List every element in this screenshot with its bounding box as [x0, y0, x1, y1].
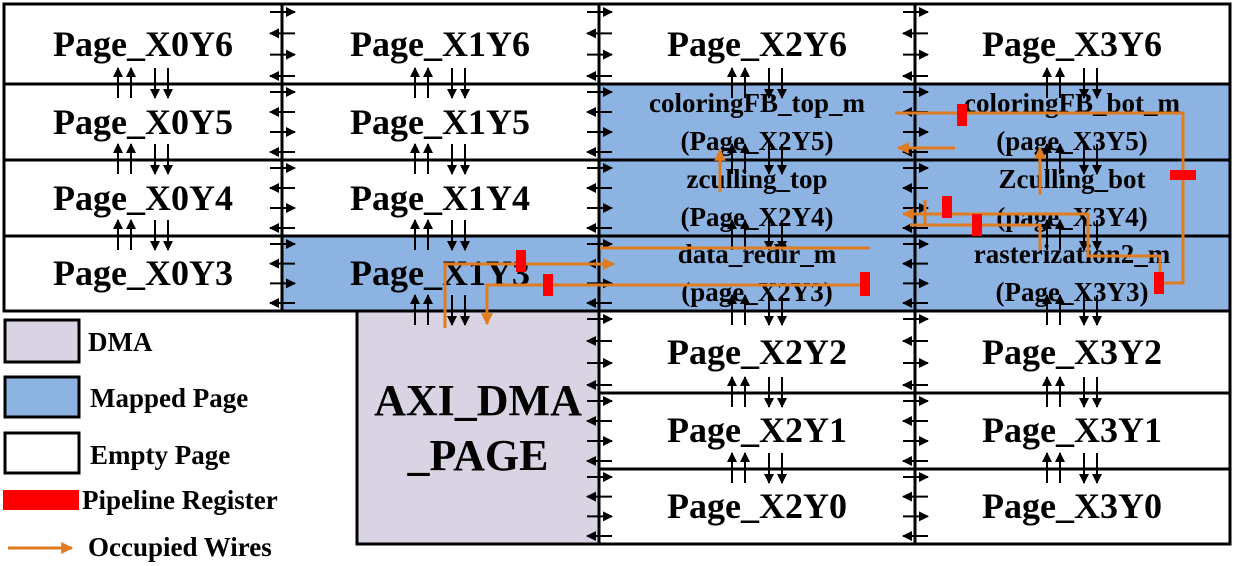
- page-label-x3y1: Page_X3Y1: [982, 410, 1162, 450]
- occupied-wires: [443, 111, 1185, 328]
- page-label-x1y5: Page_X1Y5: [350, 102, 530, 142]
- wire-dma-to-redir: [443, 258, 616, 328]
- page-label-x2y0: Page_X2Y0: [667, 486, 847, 526]
- legend-label-register: Pipeline Register: [82, 485, 278, 515]
- page-x3y0: [913, 467, 1232, 546]
- legend-label-empty: Empty Page: [90, 440, 230, 470]
- module-page-coloring-bot: (page_X3Y5): [996, 126, 1147, 156]
- page-label-x1y3: Page_X1Y3: [350, 253, 530, 293]
- legend-label-dma: DMA: [88, 327, 153, 357]
- page-x0y6: [2, 2, 284, 86]
- module-page-rasterization: (Page_X3Y3): [996, 277, 1149, 307]
- page-label-x1y6: Page_X1Y6: [350, 24, 530, 64]
- axi-dma-page-block: [355, 309, 601, 546]
- page-x2y1: [597, 391, 917, 471]
- pipeline-register: [957, 104, 967, 126]
- pipeline-register: [543, 274, 553, 296]
- page-labels: Page_X0Y6 Page_X1Y6 Page_X2Y6 Page_X3Y6 …: [53, 24, 1162, 526]
- legend: DMA Mapped Page Empty Page Pipeline Regi…: [3, 318, 278, 562]
- module-name-zculling-bot: Zculling_bot: [998, 164, 1145, 194]
- wire-right-column: [895, 111, 1185, 285]
- pipeline-registers: [516, 104, 1196, 296]
- legend-swatch-mapped: [3, 375, 81, 419]
- page-label-x0y4: Page_X0Y4: [53, 178, 233, 218]
- page-label-x2y2: Page_X2Y2: [667, 332, 847, 372]
- module-name-zculling-top: zculling_top: [686, 164, 827, 194]
- page-grid: [2, 2, 1232, 546]
- pipeline-register: [1154, 272, 1164, 294]
- wire-zcull-loop: [910, 223, 1042, 250]
- wire-raster-to-zcull: [901, 208, 1162, 285]
- module-name-coloring-top: coloringFB_top_m: [649, 88, 865, 118]
- page-label-x1y4: Page_X1Y4: [350, 178, 530, 218]
- dma-block-label-line2: _PAGE: [407, 431, 549, 480]
- page-label-x3y6: Page_X3Y6: [982, 24, 1162, 64]
- module-name-rasterization: rasterization2_m: [974, 239, 1171, 269]
- page-x2y0: [597, 467, 917, 546]
- legend-swatch-empty: [3, 431, 81, 475]
- legend-swatch-register: [3, 490, 79, 510]
- page-label-x0y5: Page_X0Y5: [53, 102, 233, 142]
- module-page-data-redir: (page_X2Y3): [681, 277, 832, 307]
- wire-redir-to-dma: [481, 283, 870, 326]
- page-x3y5: [913, 82, 1232, 162]
- page-x1y3: [280, 234, 601, 313]
- page-label-x2y6: Page_X2Y6: [667, 24, 847, 64]
- legend-swatch-dma: [3, 318, 81, 364]
- module-page-coloring-top: (Page_X2Y5): [681, 126, 834, 156]
- legend-label-wires: Occupied Wires: [88, 532, 272, 562]
- page-x0y3: [2, 234, 284, 313]
- page-x1y4: [280, 158, 601, 238]
- pipeline-register: [1170, 170, 1196, 180]
- page-label-x0y3: Page_X0Y3: [53, 253, 233, 293]
- interconnect-arrows: [113, 7, 1102, 541]
- page-x3y2: [913, 309, 1232, 395]
- pipeline-register: [516, 250, 526, 272]
- pipeline-register: [972, 214, 982, 236]
- page-x1y6: [280, 2, 601, 86]
- module-name-data-redir: data_redir_m: [678, 239, 837, 269]
- module-page-zculling-bot: (page_X3Y4): [996, 202, 1147, 232]
- page-label-x2y1: Page_X2Y1: [667, 410, 847, 450]
- dma-block-label-line1: AXI_DMA: [374, 376, 582, 425]
- page-label-x3y2: Page_X3Y2: [982, 332, 1162, 372]
- page-x1y5: [280, 82, 601, 162]
- page-label-x0y6: Page_X0Y6: [53, 24, 233, 64]
- page-label-x3y0: Page_X3Y0: [982, 486, 1162, 526]
- legend-label-mapped: Mapped Page: [90, 383, 248, 413]
- pipeline-register: [860, 272, 870, 296]
- pipeline-register: [942, 196, 952, 218]
- page-x3y3: [913, 234, 1232, 313]
- module-page-zculling-top: (Page_X2Y4): [681, 202, 834, 232]
- page-x3y6: [913, 2, 1232, 86]
- page-x2y2: [597, 309, 917, 395]
- page-x3y1: [913, 391, 1232, 471]
